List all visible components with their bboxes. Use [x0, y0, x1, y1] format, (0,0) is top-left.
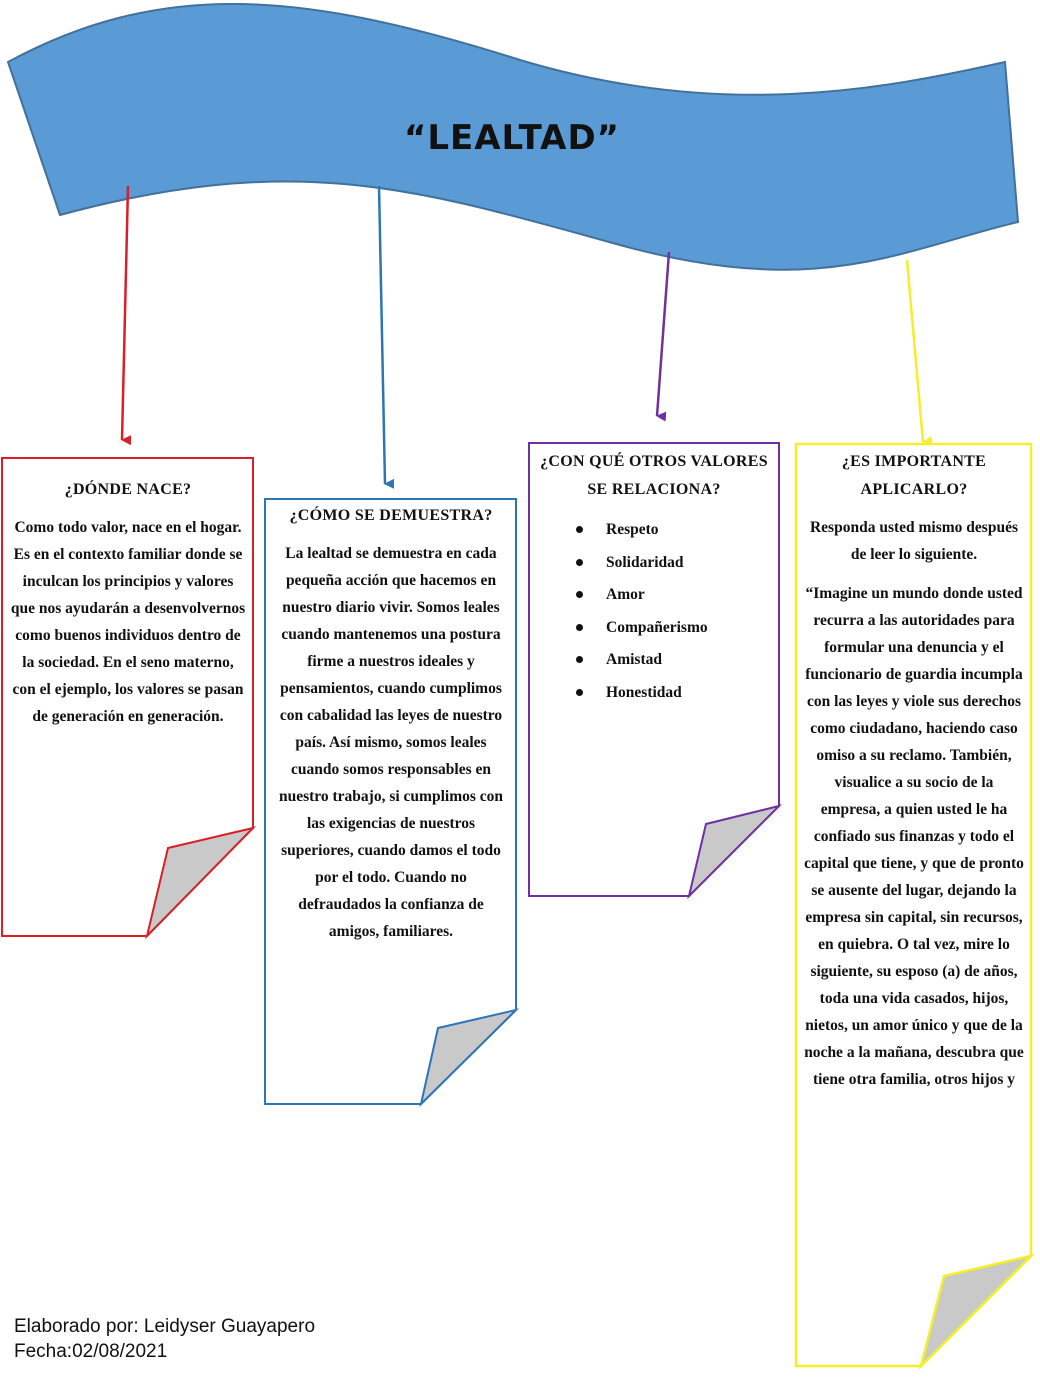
note-quote: “Imagine un mundo donde usted recurra a …	[804, 585, 1024, 1088]
note-text: Como todo valor, nace en el hogar. Es en…	[10, 519, 246, 725]
note-heading: ¿ES IMPORTANTE APLICARLO?	[841, 453, 987, 498]
note-heading: ¿CON QUÉ OTROS VALORES SE RELACIONA?	[540, 453, 768, 498]
note-intro: Responda usted mismo después de leer lo …	[809, 519, 1018, 563]
footer-author: Elaborado por: Leidyser Guayapero	[14, 1316, 316, 1337]
list-item: Amor	[536, 579, 772, 612]
list-item: Amistad	[536, 644, 772, 677]
note-es-importante: ¿ES IMPORTANTE APLICARLO? Responda usted…	[804, 448, 1024, 1254]
note-fold-red	[145, 826, 257, 940]
note-donde-nace: ¿DÓNDE NACE? Como todo valor, nace en el…	[10, 476, 246, 742]
note-fold-blue	[419, 1008, 520, 1108]
arrow-purple	[655, 251, 671, 422]
note-heading: ¿DÓNDE NACE?	[64, 481, 192, 498]
note-otros-valores: ¿CON QUÉ OTROS VALORES SE RELACIONA? Res…	[536, 448, 772, 709]
title-banner	[6, 3, 1020, 271]
footer-credits: Elaborado por: Leidyser Guayapero Fecha:…	[14, 1314, 315, 1364]
list-item: Honestidad	[536, 677, 772, 710]
footer-date: Fecha:02/08/2021	[14, 1341, 168, 1362]
list-item: Compañerismo	[536, 612, 772, 645]
arrow-red	[120, 185, 132, 446]
list-item: Solidaridad	[536, 547, 772, 580]
arrow-blue	[377, 185, 395, 489]
note-heading: ¿CÓMO SE DEMUESTRA?	[289, 507, 493, 524]
values-list: Respeto Solidaridad Amor Compañerismo Am…	[536, 514, 772, 709]
list-item: Respeto	[536, 514, 772, 547]
note-como-se-demuestra: ¿CÓMO SE DEMUESTRA? La lealtad se demues…	[272, 502, 510, 957]
note-fold-purple	[687, 804, 783, 900]
note-text: La lealtad se demuestra en cada pequeña …	[278, 545, 504, 940]
arrow-yellow	[905, 259, 933, 447]
page-title: “LEALTAD”	[403, 118, 621, 158]
note-fold-yellow	[918, 1253, 1035, 1371]
